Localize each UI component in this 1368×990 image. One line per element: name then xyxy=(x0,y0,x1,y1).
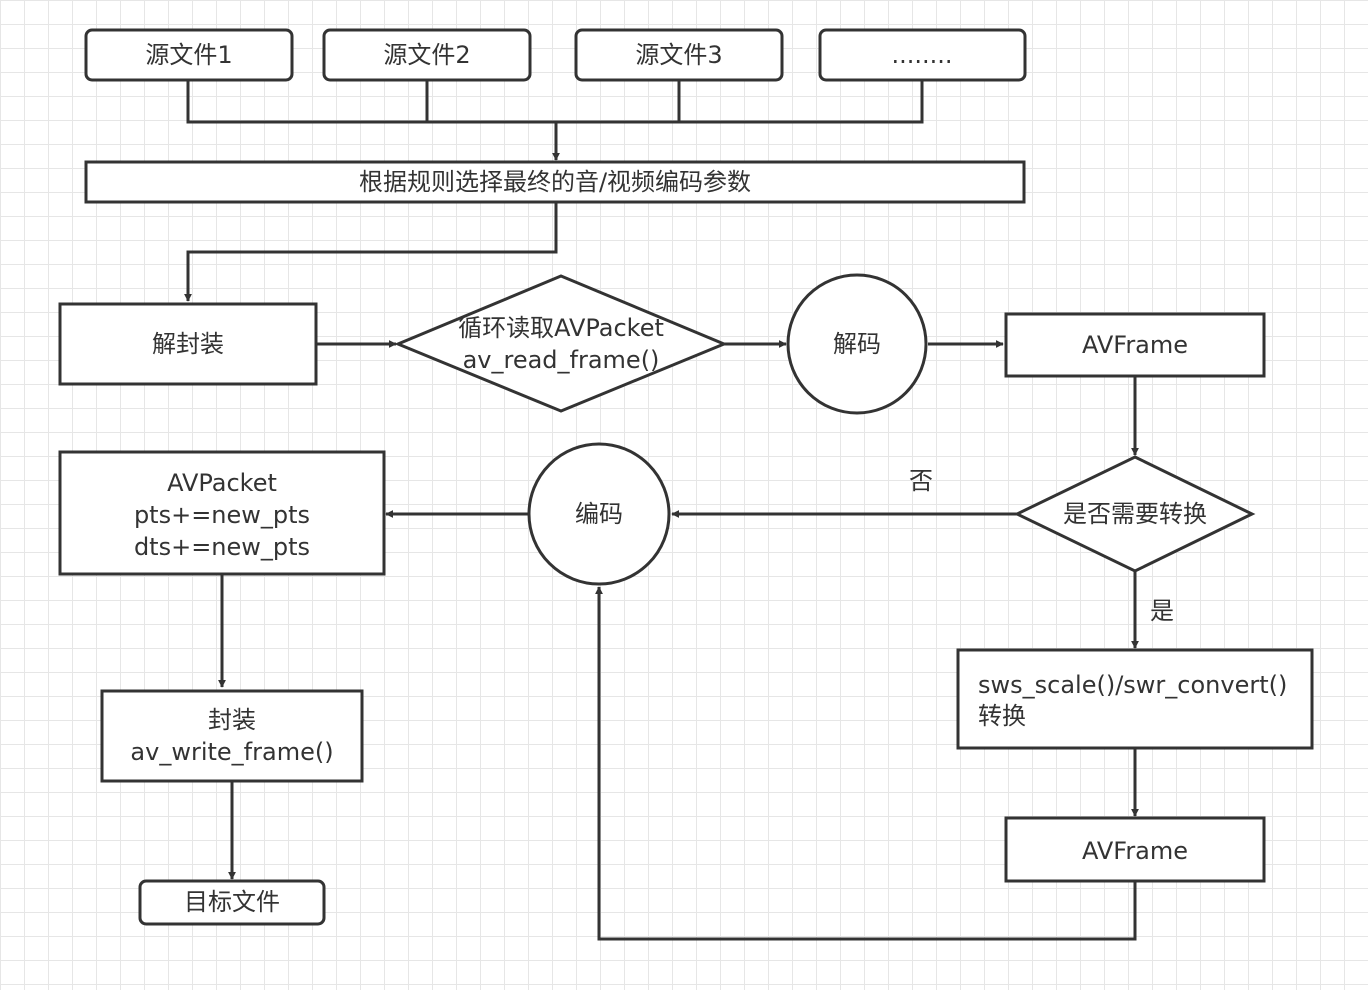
node-avpacket-pts-label-1: AVPacket xyxy=(167,469,277,497)
node-demux-label: 解封装 xyxy=(152,330,224,358)
node-decode: 解码 xyxy=(786,273,928,415)
node-src3: 源文件3 xyxy=(574,28,784,82)
node-src-more-label: ........ xyxy=(891,41,952,69)
edge-avframe-to-encode xyxy=(595,586,1137,941)
node-encode: 编码 xyxy=(527,442,671,586)
edge-src3-to-bus xyxy=(556,80,681,124)
node-src2: 源文件2 xyxy=(322,28,532,82)
node-src3-label: 源文件3 xyxy=(635,41,722,69)
node-avframe-converted-label: AVFrame xyxy=(1082,837,1188,865)
node-convert-label-1: sws_scale()/swr_convert() xyxy=(978,671,1287,699)
node-demux: 解封装 xyxy=(58,302,318,386)
node-decode-label: 解码 xyxy=(833,330,881,358)
node-read-loop-label-2: av_read_frame() xyxy=(463,346,660,374)
node-read-loop-label-1: 循环读取AVPacket xyxy=(458,314,664,342)
node-select-params-label: 根据规则选择最终的音/视频编码参数 xyxy=(359,168,751,196)
node-src1-label: 源文件1 xyxy=(145,41,232,69)
node-avpacket-pts-label-3: dts+=new_pts xyxy=(134,533,310,561)
node-convert: sws_scale()/swr_convert() 转换 xyxy=(956,648,1314,750)
node-convert-label-2: 转换 xyxy=(978,702,1026,730)
node-avpacket-pts: AVPacket pts+=new_pts dts+=new_pts xyxy=(58,450,386,576)
edge-label-yes: 是 xyxy=(1150,597,1174,625)
node-avframe-decoded: AVFrame xyxy=(1004,312,1266,378)
edges xyxy=(184,80,1139,941)
node-target: 目标文件 xyxy=(138,879,326,926)
node-select-params: 根据规则选择最终的音/视频编码参数 xyxy=(84,160,1026,204)
node-encode-label: 编码 xyxy=(575,500,623,528)
node-mux-label-2: av_write_frame() xyxy=(130,738,333,766)
node-need-convert-label: 是否需要转换 xyxy=(1063,500,1207,528)
node-avpacket-pts-label-2: pts+=new_pts xyxy=(134,501,310,529)
edge-src1-to-bus xyxy=(186,80,556,124)
edge-src-more-to-bus xyxy=(679,80,924,124)
edge-select-params-to-demux xyxy=(184,202,558,302)
node-need-convert: 是否需要转换 xyxy=(1013,455,1256,573)
node-src2-label: 源文件2 xyxy=(383,41,470,69)
node-avframe-converted: AVFrame xyxy=(1004,816,1266,883)
node-mux-label-1: 封装 xyxy=(208,706,256,734)
node-src-more: ........ xyxy=(818,28,1027,82)
node-src1: 源文件1 xyxy=(84,28,294,82)
node-mux: 封装 av_write_frame() xyxy=(100,689,364,783)
edge-label-no: 否 xyxy=(909,467,933,495)
node-read-loop: 循环读取AVPacket av_read_frame() xyxy=(394,274,728,413)
node-avframe-decoded-label: AVFrame xyxy=(1082,331,1188,359)
node-target-label: 目标文件 xyxy=(184,888,280,916)
